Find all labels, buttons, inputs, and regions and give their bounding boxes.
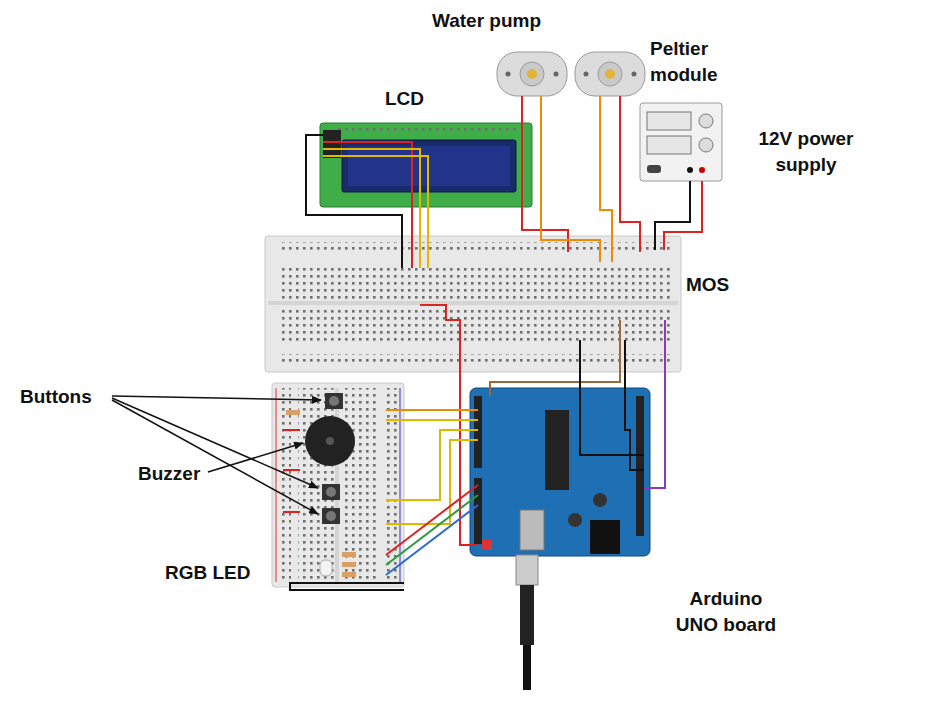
part-label: Buzzer: [138, 461, 200, 487]
breadboard: [272, 383, 404, 587]
lcd-module: [320, 123, 532, 207]
water-pump-motor: [497, 52, 567, 96]
part-label: RGB LED: [165, 560, 251, 586]
usb-cable: [516, 555, 538, 690]
wires: [290, 96, 702, 590]
part-label: Peltier module: [650, 36, 740, 87]
part-label: Buttons: [20, 384, 92, 410]
part-label: LCD: [385, 86, 424, 112]
peltier-motor: [575, 52, 645, 96]
part-label: Water pump: [432, 8, 541, 34]
breadboard: [265, 236, 681, 372]
arduino-board: [470, 388, 650, 556]
power-supply: [640, 103, 722, 181]
part-label: 12V power supply: [750, 126, 862, 177]
leader-arrows: [112, 396, 321, 514]
part-label: Arduino UNO board: [672, 586, 780, 637]
part-label: MOS: [686, 272, 729, 298]
